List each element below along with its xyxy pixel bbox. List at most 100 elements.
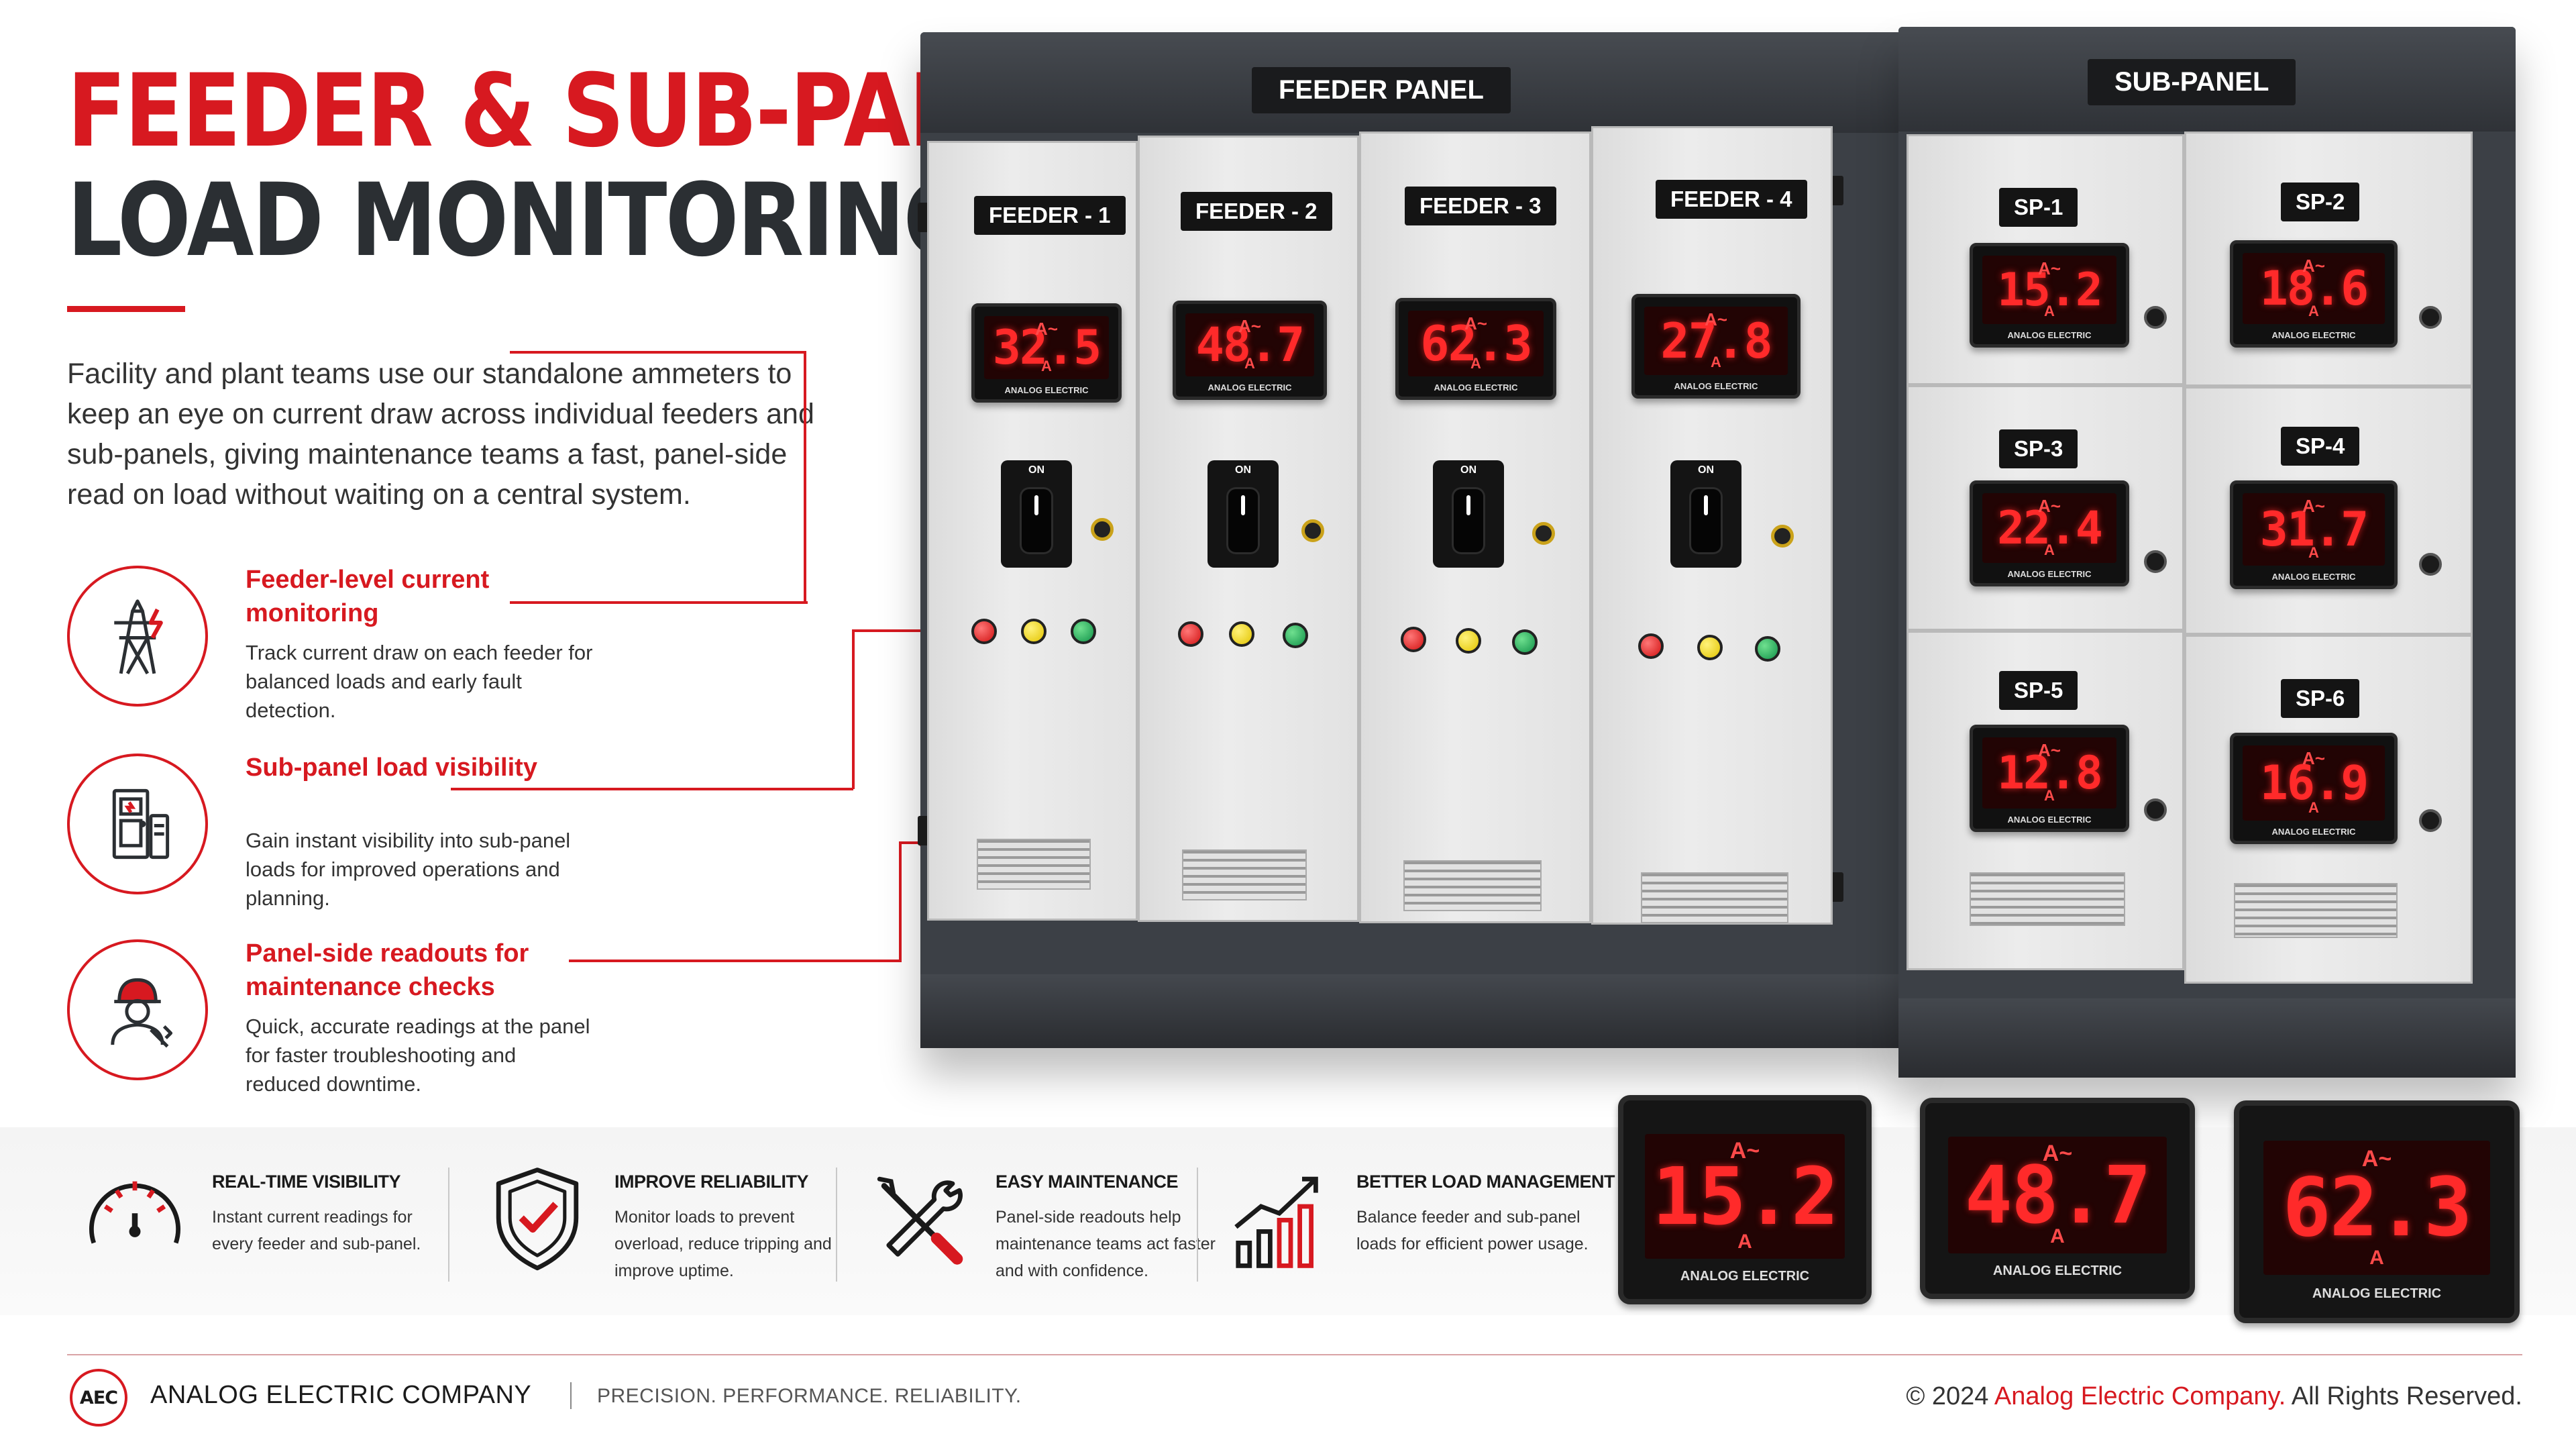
benefit-title: REAL-TIME VISIBILITY: [212, 1172, 401, 1192]
feature-subpanel-visibility: Sub-panel load visibility Gain instant v…: [67, 754, 671, 910]
divider: [1197, 1168, 1198, 1282]
sp-tag-2: SP-2: [2281, 183, 2360, 221]
yellow-indicator-lamp: [1697, 635, 1723, 660]
benefit-title: IMPROVE RELIABILITY: [614, 1172, 809, 1192]
sp-meter-5: 12.8 A~ A ANALOG ELECTRIC: [1970, 725, 2129, 832]
product-reading: 62.3: [2282, 1161, 2473, 1255]
benefit-reliability: IMPROVE RELIABILITY Monitor loads to pre…: [480, 1161, 856, 1288]
feature-title: Panel-side readouts for maintenance chec…: [246, 939, 529, 1001]
benefit-maintenance: EASY MAINTENANCE Panel-side readouts hel…: [861, 1161, 1237, 1288]
product-meter-2: 48.7 A~ A ANALOG ELECTRIC: [1920, 1098, 2195, 1299]
sp-meter-6: 16.9 A~ A ANALOG ELECTRIC: [2230, 733, 2398, 844]
door-lock[interactable]: [2144, 306, 2167, 329]
sp-tag-4: SP-4: [2281, 427, 2360, 466]
sp-reading: 15.2: [1997, 263, 2103, 317]
sp-reading: 16.9: [2259, 756, 2369, 811]
technician-icon: [67, 939, 208, 1080]
copyright-company-link[interactable]: Analog Electric Company.: [1994, 1382, 2286, 1410]
benefit-title: EASY MAINTENANCE: [996, 1172, 1179, 1192]
gauge-icon: [89, 1181, 180, 1244]
benefit-description: Instant current readings for every feede…: [212, 1208, 421, 1253]
feeder-reading: 32.5: [992, 320, 1102, 375]
green-indicator-lamp: [1071, 619, 1096, 644]
green-indicator-lamp: [1283, 623, 1308, 648]
feeder-meter-4: 27.8 A~ A ANALOG ELECTRIC: [1631, 294, 1801, 399]
tools-icon: [877, 1176, 963, 1265]
door-lock[interactable]: [2144, 798, 2167, 821]
sp-reading: 18.6: [2259, 261, 2369, 316]
feeder-reading: 48.7: [1195, 317, 1305, 372]
sp-meter-2: 18.6 A~ A ANALOG ELECTRIC: [2230, 240, 2398, 348]
product-meter-1: 15.2 A~ A ANALOG ELECTRIC: [1618, 1095, 1872, 1304]
electrical-panel-icon: [67, 754, 208, 894]
copyright-notice: © 2024 Analog Electric Company. All Righ…: [1906, 1382, 2522, 1410]
power-tower-icon: [67, 566, 208, 707]
rotary-switch-1[interactable]: ON: [1001, 460, 1072, 568]
leader-line: [899, 841, 928, 962]
feeder-meter-2: 48.7 A~ A ANALOG ELECTRIC: [1173, 301, 1327, 400]
door-lock[interactable]: [2419, 306, 2442, 329]
red-indicator-lamp: [1638, 633, 1664, 659]
sp-tag-3: SP-3: [1999, 429, 2078, 468]
aec-logo: AEC: [70, 1369, 127, 1427]
benefit-real-time: REAL-TIME VISIBILITY Instant current rea…: [78, 1161, 453, 1288]
leader-line: [451, 788, 853, 790]
benefit-title: BETTER LOAD MANAGEMENT: [1356, 1172, 1615, 1192]
feature-panel-readouts: Panel-side readouts for maintenance chec…: [67, 939, 671, 1096]
vent-grille: [1641, 872, 1788, 923]
feeder-reading: 62.3: [1420, 315, 1532, 372]
vent-grille: [1970, 872, 2125, 926]
product-reading: 48.7: [1964, 1149, 2151, 1241]
feature-description: Quick, accurate readings at the panel fo…: [246, 1015, 590, 1096]
shield-check-icon: [496, 1168, 579, 1271]
door-lock[interactable]: [2419, 553, 2442, 576]
rotary-switch-2[interactable]: ON: [1208, 460, 1279, 568]
leader-line: [510, 601, 808, 604]
feature-description: Track current draw on each feeder for ba…: [246, 641, 593, 722]
feeder-tag-2: FEEDER - 2: [1181, 192, 1332, 231]
feeder-meter-3: 62.3 A~ A ANALOG ELECTRIC: [1395, 298, 1556, 400]
door-lock[interactable]: [2419, 809, 2442, 832]
feature-title: Feeder-level current monitoring: [246, 566, 490, 627]
door-lock[interactable]: [2144, 550, 2167, 573]
green-indicator-lamp: [1512, 629, 1538, 655]
benefit-load-management: BETTER LOAD MANAGEMENT Balance feeder an…: [1222, 1161, 1625, 1288]
sp-reading: 22.4: [1997, 501, 2103, 555]
title-line-2: LOAD MONITORING: [67, 162, 974, 279]
feature-feeder-level: Feeder-level current monitoring Track cu…: [67, 566, 671, 722]
feeder-reading: 27.8: [1660, 313, 1772, 369]
leader-line: [510, 351, 806, 604]
leader-line: [569, 960, 900, 962]
feeder-tag-4: FEEDER - 4: [1656, 180, 1807, 219]
divider: [570, 1382, 572, 1409]
footer-rule: [67, 1354, 2522, 1355]
sp-meter-1: 15.2 A~ A ANALOG ELECTRIC: [1970, 243, 2129, 348]
vent-grille: [1403, 860, 1542, 911]
benefit-description: Balance feeder and sub-panel loads for e…: [1356, 1208, 1589, 1253]
rotary-switch-3[interactable]: ON: [1433, 460, 1504, 568]
company-name: ANALOG ELECTRIC COMPANY: [150, 1381, 532, 1409]
red-indicator-lamp: [1401, 627, 1426, 652]
red-indicator-lamp: [1178, 621, 1203, 647]
intro-paragraph: Facility and plant teams use our standal…: [67, 358, 814, 511]
sp-tag-6: SP-6: [2281, 679, 2360, 718]
red-indicator-lamp: [971, 619, 997, 644]
vent-grille: [2234, 883, 2398, 938]
company-tagline: PRECISION. PERFORMANCE. RELIABILITY.: [597, 1385, 1022, 1407]
yellow-indicator-lamp: [1021, 619, 1046, 644]
vent-grille: [977, 839, 1091, 890]
feature-title: Sub-panel load visibility: [246, 754, 537, 782]
benefit-description: Panel-side readouts help maintenance tea…: [996, 1208, 1216, 1280]
divider: [836, 1168, 837, 1282]
sub-panel-label: SUB-PANEL: [2088, 59, 2296, 105]
rotary-switch-4[interactable]: ON: [1670, 460, 1741, 568]
sp-meter-4: 31.7 A~ A ANALOG ELECTRIC: [2230, 480, 2398, 589]
feeder-panel-label: FEEDER PANEL: [1252, 67, 1511, 113]
sp-meter-3: 22.4 A~ A ANALOG ELECTRIC: [1970, 480, 2129, 586]
feeder-tag-1: FEEDER - 1: [974, 196, 1126, 235]
title-line-1: FEEDER & SUB-PANEL: [67, 53, 1092, 170]
product-reading: 15.2: [1652, 1150, 1839, 1243]
growth-chart-icon: [1234, 1176, 1318, 1268]
title-accent-rule: [67, 306, 185, 312]
sp-tag-1: SP-1: [1999, 188, 2078, 227]
